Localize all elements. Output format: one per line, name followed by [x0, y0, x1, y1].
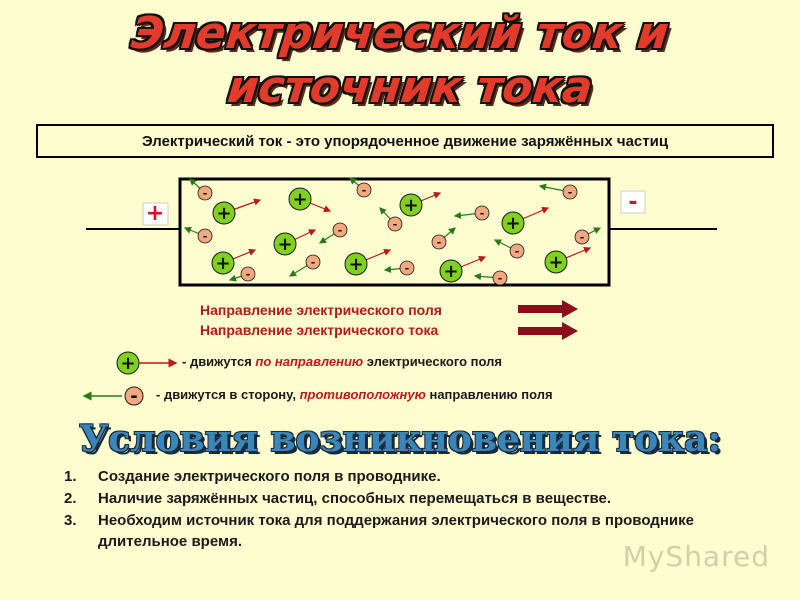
positive-particle-sign: +: [403, 195, 418, 216]
definition-box: Электрический ток - это упорядоченное дв…: [36, 124, 774, 158]
negative-particle: [332, 222, 348, 238]
watermark: MyShared: [622, 540, 770, 573]
positive-particle: [501, 211, 525, 235]
negative-particle-sign: -: [393, 218, 398, 231]
negative-particle-sign: -: [203, 187, 208, 200]
positive-particle: [212, 201, 236, 225]
positive-particle: [344, 252, 368, 276]
condition-item: 1. Создание электрического поля в провод…: [64, 466, 744, 487]
condition-text: Наличие заряжённых частиц, способных пер…: [98, 490, 612, 507]
negative-particle-sign: -: [515, 245, 520, 258]
condition-item: 2. Наличие заряжённых частиц, способных …: [64, 488, 744, 509]
positive-highlight: по направлению: [255, 354, 364, 369]
legend-current-row: Направление электрического тока: [200, 320, 580, 340]
condition-number: 2.: [64, 490, 77, 507]
negative-particle: [509, 243, 525, 259]
positive-particle-sign: +: [292, 189, 307, 210]
negative-particle-sign: -: [203, 230, 208, 243]
field-direction-arrow: [518, 300, 578, 318]
legend-field-row: Направление электрического поля: [200, 300, 580, 320]
negative-particle-sign: -: [580, 231, 585, 244]
condition-text: Необходим источник тока для поддержания …: [98, 512, 694, 550]
positive-particle: [211, 251, 235, 275]
conditions-title: Условия возникновения тока:: [79, 418, 721, 460]
negative-particle-sign: -: [437, 236, 442, 249]
negative-particle: [387, 216, 403, 232]
condition-number: 1.: [64, 468, 77, 485]
condition-text: Создание электрического поля в проводник…: [98, 468, 441, 485]
negative-prefix: - движутся в сторону,: [156, 387, 300, 402]
minus-terminal-box: [620, 190, 646, 214]
plus-terminal-box: [142, 202, 169, 226]
conditions-list: 1. Создание электрического поля в провод…: [64, 466, 744, 553]
negative-particle: [562, 184, 578, 200]
condition-number: 3.: [64, 512, 77, 529]
plus-terminal: +: [146, 201, 164, 226]
negative-particle: [399, 260, 415, 276]
negative-legend-sign: -: [130, 386, 137, 407]
condition-item: 3. Необходим источник тока для поддержан…: [64, 510, 744, 552]
positive-movement-text: - движутся по направлению электрического…: [182, 352, 502, 372]
negative-particle: [474, 205, 490, 221]
positive-particle-sign: +: [548, 252, 563, 273]
positive-particle-sign: +: [277, 234, 292, 255]
positive-suffix: электрического поля: [363, 354, 502, 369]
negative-particle-sign: -: [405, 262, 410, 275]
negative-particle: [197, 228, 213, 244]
positive-legend-icon: +: [116, 351, 178, 375]
positive-particle-sign: +: [443, 261, 458, 282]
positive-particle-sign: +: [505, 213, 520, 234]
page-title-line2: источник тока: [225, 62, 595, 113]
legend-current-label: Направление электрического тока: [200, 322, 439, 338]
negative-particle: [197, 185, 213, 201]
negative-suffix: направлению поля: [425, 387, 553, 402]
conductor: [178, 177, 611, 287]
negative-particle-sign: -: [311, 256, 316, 269]
negative-particle: [574, 229, 590, 245]
negative-particle-sign: -: [362, 184, 367, 197]
page-title-line1: Электрический ток и: [128, 8, 672, 59]
positive-particle: [288, 187, 312, 211]
negative-movement-text: - движутся в сторону, противоположную на…: [156, 385, 553, 405]
negative-particle-sign: -: [338, 224, 343, 237]
negative-particle-sign: -: [568, 186, 573, 199]
positive-particle: [439, 259, 463, 283]
positive-legend-sign: +: [120, 353, 135, 374]
negative-particle: [305, 254, 321, 270]
positive-particle: [399, 193, 423, 217]
positive-particle-sign: +: [216, 203, 231, 224]
title-block: Электрический ток и источник тока: [0, 0, 800, 118]
negative-particle-sign: -: [246, 268, 251, 281]
negative-particle-sign: -: [498, 272, 503, 285]
negative-particle: [431, 234, 447, 250]
negative-particle-sign: -: [480, 207, 485, 220]
negative-particle: [240, 266, 256, 282]
definition-text: Электрический ток - это упорядоченное дв…: [141, 132, 669, 150]
negative-particle: [492, 270, 508, 286]
minus-terminal: -: [628, 190, 637, 215]
positive-particle-sign: +: [348, 254, 363, 275]
current-direction-arrow: [518, 322, 578, 340]
positive-prefix: - движутся: [182, 354, 256, 369]
positive-particle-sign: +: [215, 253, 230, 274]
negative-particle: [356, 182, 372, 198]
positive-particle: [273, 232, 297, 256]
negative-highlight: противоположную: [299, 387, 426, 402]
negative-legend-icon: -: [82, 386, 144, 407]
positive-particle: [544, 250, 568, 274]
legend-field-label: Направление электрического поля: [200, 302, 442, 318]
conductor-diagram: + - +++++++++--------------: [86, 177, 717, 287]
